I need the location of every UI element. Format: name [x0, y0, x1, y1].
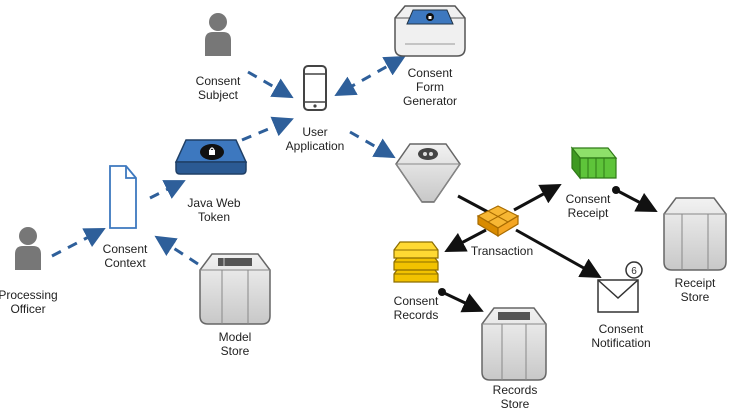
java-web-token-label: Java Web Token	[187, 196, 241, 224]
storage-icon	[481, 307, 547, 381]
consent-notification-label: Consent Notification	[591, 322, 651, 350]
edge-model-to-context	[154, 235, 199, 266]
gateway-icon	[395, 143, 461, 203]
storage-icon	[199, 253, 271, 325]
person-icon	[15, 227, 41, 270]
consent-context-label: Consent Context	[102, 242, 148, 270]
consent-receipt-label: Consent Receipt	[565, 192, 611, 220]
user-application-label: User Application	[285, 125, 345, 153]
svg-text:6: 6	[631, 266, 637, 277]
mobile-phone-icon	[303, 65, 327, 111]
consent-form-generator-label: Consent Form Generator	[402, 66, 458, 108]
edge-transaction-to-notification	[515, 228, 602, 279]
token-lock-icon	[174, 139, 248, 175]
edge-officer-to-context	[51, 228, 106, 258]
edge-generator-app	[334, 55, 406, 97]
green-bar-icon	[570, 146, 618, 180]
edge-token-to-app	[241, 116, 294, 142]
edge-subject-to-app	[247, 70, 294, 99]
envelope-icon: 6	[597, 261, 643, 313]
model-store-label: Model Store	[218, 330, 252, 358]
processing-officer-label: Processing Officer	[0, 288, 58, 316]
gold-bars-icon	[393, 241, 439, 283]
edge-transaction-to-records	[444, 228, 487, 252]
edge-transaction-to-receipt	[513, 183, 562, 212]
transaction-icon	[476, 205, 520, 238]
edge-app-to-gateway	[349, 130, 396, 159]
storage-icon	[663, 197, 727, 271]
consent-records-label: Consent Records	[393, 294, 439, 322]
generator-box-icon	[394, 5, 466, 57]
receipt-store-label: Receipt Store	[674, 276, 716, 304]
consent-subject-label: Consent Subject	[195, 74, 241, 102]
edge-context-to-token	[149, 180, 186, 200]
transaction-label: Transaction	[470, 244, 534, 258]
person-icon	[205, 13, 231, 56]
records-store-label: Records Store	[492, 383, 538, 411]
edge-gateway-to-transaction	[457, 194, 489, 214]
edge-records-to-store	[438, 288, 484, 313]
edge-receipt-to-store	[612, 186, 658, 212]
document-icon	[109, 165, 137, 229]
